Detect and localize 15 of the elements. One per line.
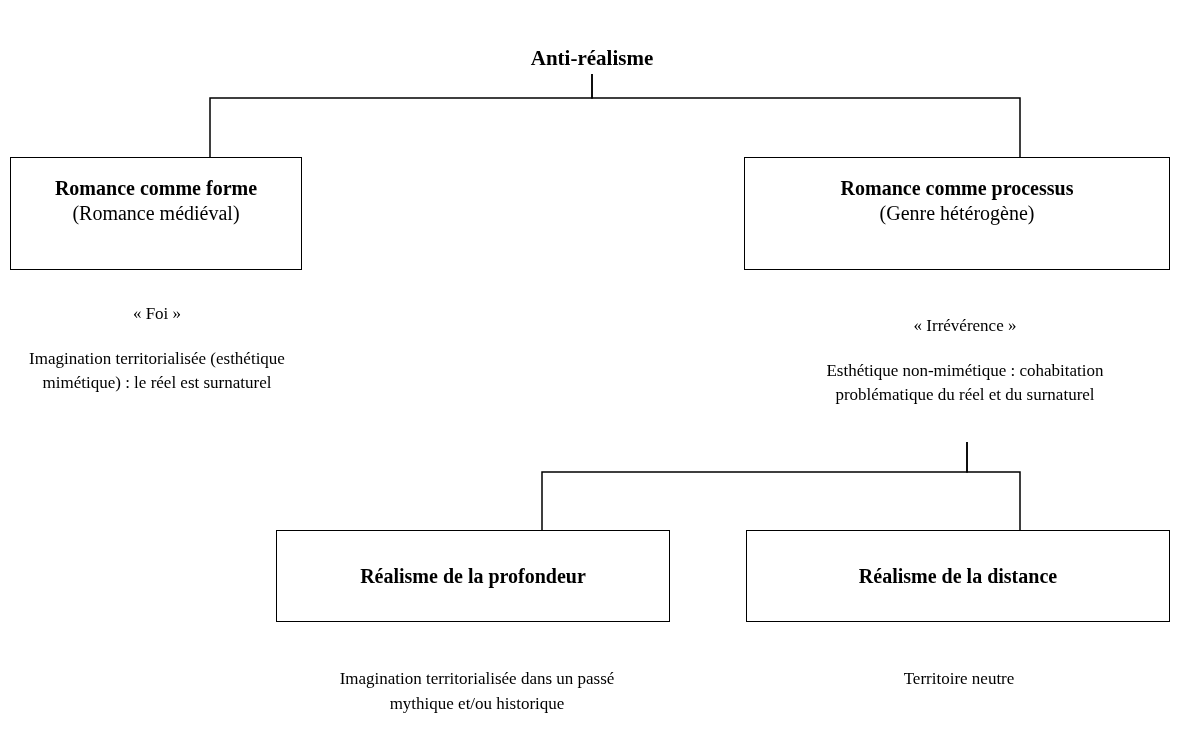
annotation-text: « Foi » — [132, 303, 182, 325]
heading-text: Anti-réalisme — [472, 42, 712, 74]
connector-line — [591, 73, 1021, 158]
annotation-text: « Irrévérence » — [913, 315, 1017, 337]
box-heading: Romance comme forme — [54, 176, 258, 201]
box-heading: Réalisme de la distance — [858, 563, 1058, 589]
annotation-text: Imagination territorialisée (esthétique mimétique) : le réel est surnaturel — [28, 347, 286, 395]
box-subtitle: (Romance médiéval) — [72, 201, 240, 226]
connector-line — [966, 441, 1021, 531]
annotation-text: Territoire neutre — [903, 668, 1015, 690]
annotation-text: Esthétique non-mimétique : cohabitation problématique du réel et du surnaturel — [825, 359, 1105, 407]
annotation-text: Imagination territorialisée dans un passé mythique et/ou historique — [338, 668, 616, 715]
box-heading: Réalisme de la profondeur — [360, 563, 586, 589]
box-heading: Romance comme processus — [840, 176, 1074, 201]
box-subtitle: (Genre hétérogène) — [879, 201, 1035, 226]
